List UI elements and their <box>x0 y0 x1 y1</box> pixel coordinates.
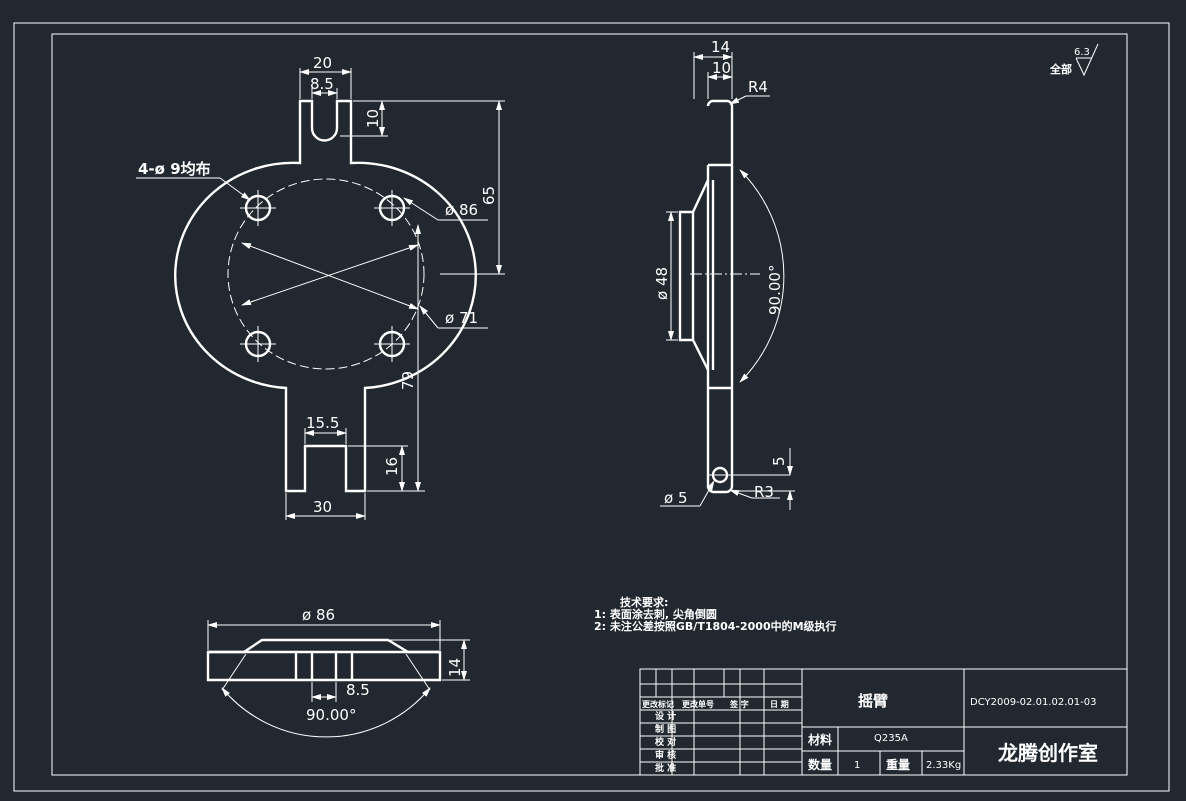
dim-top-height: 65 <box>480 186 498 205</box>
dim-total-thickness: 14 <box>711 38 730 56</box>
holes-note: 4-ø 9均布 <box>138 160 211 178</box>
material-label: 材料 <box>807 732 832 747</box>
quantity-label: 数量 <box>808 757 832 772</box>
dim-bottom-height: 79 <box>399 371 417 390</box>
dim-slot-width: 8.5 <box>310 75 334 93</box>
dim-slot-depth: 10 <box>364 109 382 128</box>
dim-hole-offset: 5 <box>770 456 788 466</box>
dim-boss-diameter: ø 48 <box>653 267 671 300</box>
notes-title: 技术要求: <box>620 595 668 609</box>
material-value: Q235A <box>874 733 908 744</box>
inner-circle <box>227 178 425 370</box>
dim-plate-thickness: 10 <box>712 59 731 77</box>
dim-top-radius: R4 <box>748 78 768 96</box>
role-drafting: 制 图 <box>655 723 676 735</box>
dim-hole-diameter: ø 5 <box>664 489 688 507</box>
role-approval: 批 准 <box>655 762 676 774</box>
dim-bottom-angle: 90.00° <box>306 706 356 724</box>
hole-top-right <box>374 190 410 226</box>
outer-frame <box>13 22 1170 792</box>
dim-bottom-width: 30 <box>313 498 332 516</box>
rev-header-mark: 更改标记 <box>642 699 674 709</box>
notes-line-1: 1: 表面涂去刺, 尖角倒圆 <box>594 607 717 621</box>
hole-top-left <box>240 190 276 226</box>
roughness-value: 6.3 <box>1074 47 1090 58</box>
dim-top-width: 20 <box>313 54 332 72</box>
technical-notes: 技术要求: 1: 表面涂去刺, 尖角倒圆 2: 未注公差按照GB/T1804-2… <box>594 595 837 633</box>
part-name: 摇臂 <box>858 692 888 710</box>
company-name: 龙腾创作室 <box>998 741 1098 765</box>
weight-label: 重量 <box>886 757 910 772</box>
side-view: 14 10 R4 ø 48 90.00° 5 ø 5 R3 <box>653 38 795 510</box>
hole-bottom-right <box>374 326 410 362</box>
dim-bottom-slot-width: 15.5 <box>306 414 339 432</box>
role-checking: 校 对 <box>655 736 676 748</box>
bottom-view: ø 86 14 8.5 90.00° <box>206 606 470 738</box>
bottom-view-outline <box>206 638 442 682</box>
dim-bolt-circle: ø 86 <box>445 201 478 219</box>
side-boss <box>678 179 710 371</box>
surface-roughness-symbol: 全部 6.3 <box>1049 43 1099 77</box>
quantity-value: 1 <box>854 760 860 771</box>
dim-inner-circle: ø 71 <box>445 309 478 327</box>
dim-side-angle: 90.00° <box>766 265 784 315</box>
rev-header-sign: 签 字 <box>729 699 749 709</box>
dim-bottom-center-width: 8.5 <box>346 681 370 699</box>
drawing-number: DCY2009-02.01.02.01-03 <box>970 697 1096 708</box>
dim-bottom-radius: R3 <box>754 483 774 501</box>
side-view-outline <box>706 99 734 494</box>
dim-bottom-thickness: 14 <box>446 658 464 677</box>
rev-header-date: 日 期 <box>770 699 789 709</box>
notes-line-2: 2: 未注公差按照GB/T1804-2000中的M级执行 <box>594 619 837 633</box>
title-block: 更改标记 更改单号 签 字 日 期 设 计 制 图 校 对 审 核 批 准 摇臂… <box>639 668 1128 776</box>
rev-header-number: 更改单号 <box>682 699 714 709</box>
hole-bottom-left <box>240 326 276 362</box>
role-design: 设 计 <box>655 710 676 722</box>
roughness-label: 全部 <box>1049 62 1072 76</box>
inner-frame <box>51 33 1128 776</box>
weight-value: 2.33Kg <box>926 760 961 771</box>
dim-bottom-slot-depth: 16 <box>383 457 401 476</box>
front-view-outline <box>174 99 477 493</box>
role-review: 审 核 <box>655 749 676 761</box>
front-view: 20 8.5 10 65 4-ø 9均布 ø 86 ø 71 79 <box>136 54 505 520</box>
dim-bottom-diameter: ø 86 <box>302 606 335 624</box>
